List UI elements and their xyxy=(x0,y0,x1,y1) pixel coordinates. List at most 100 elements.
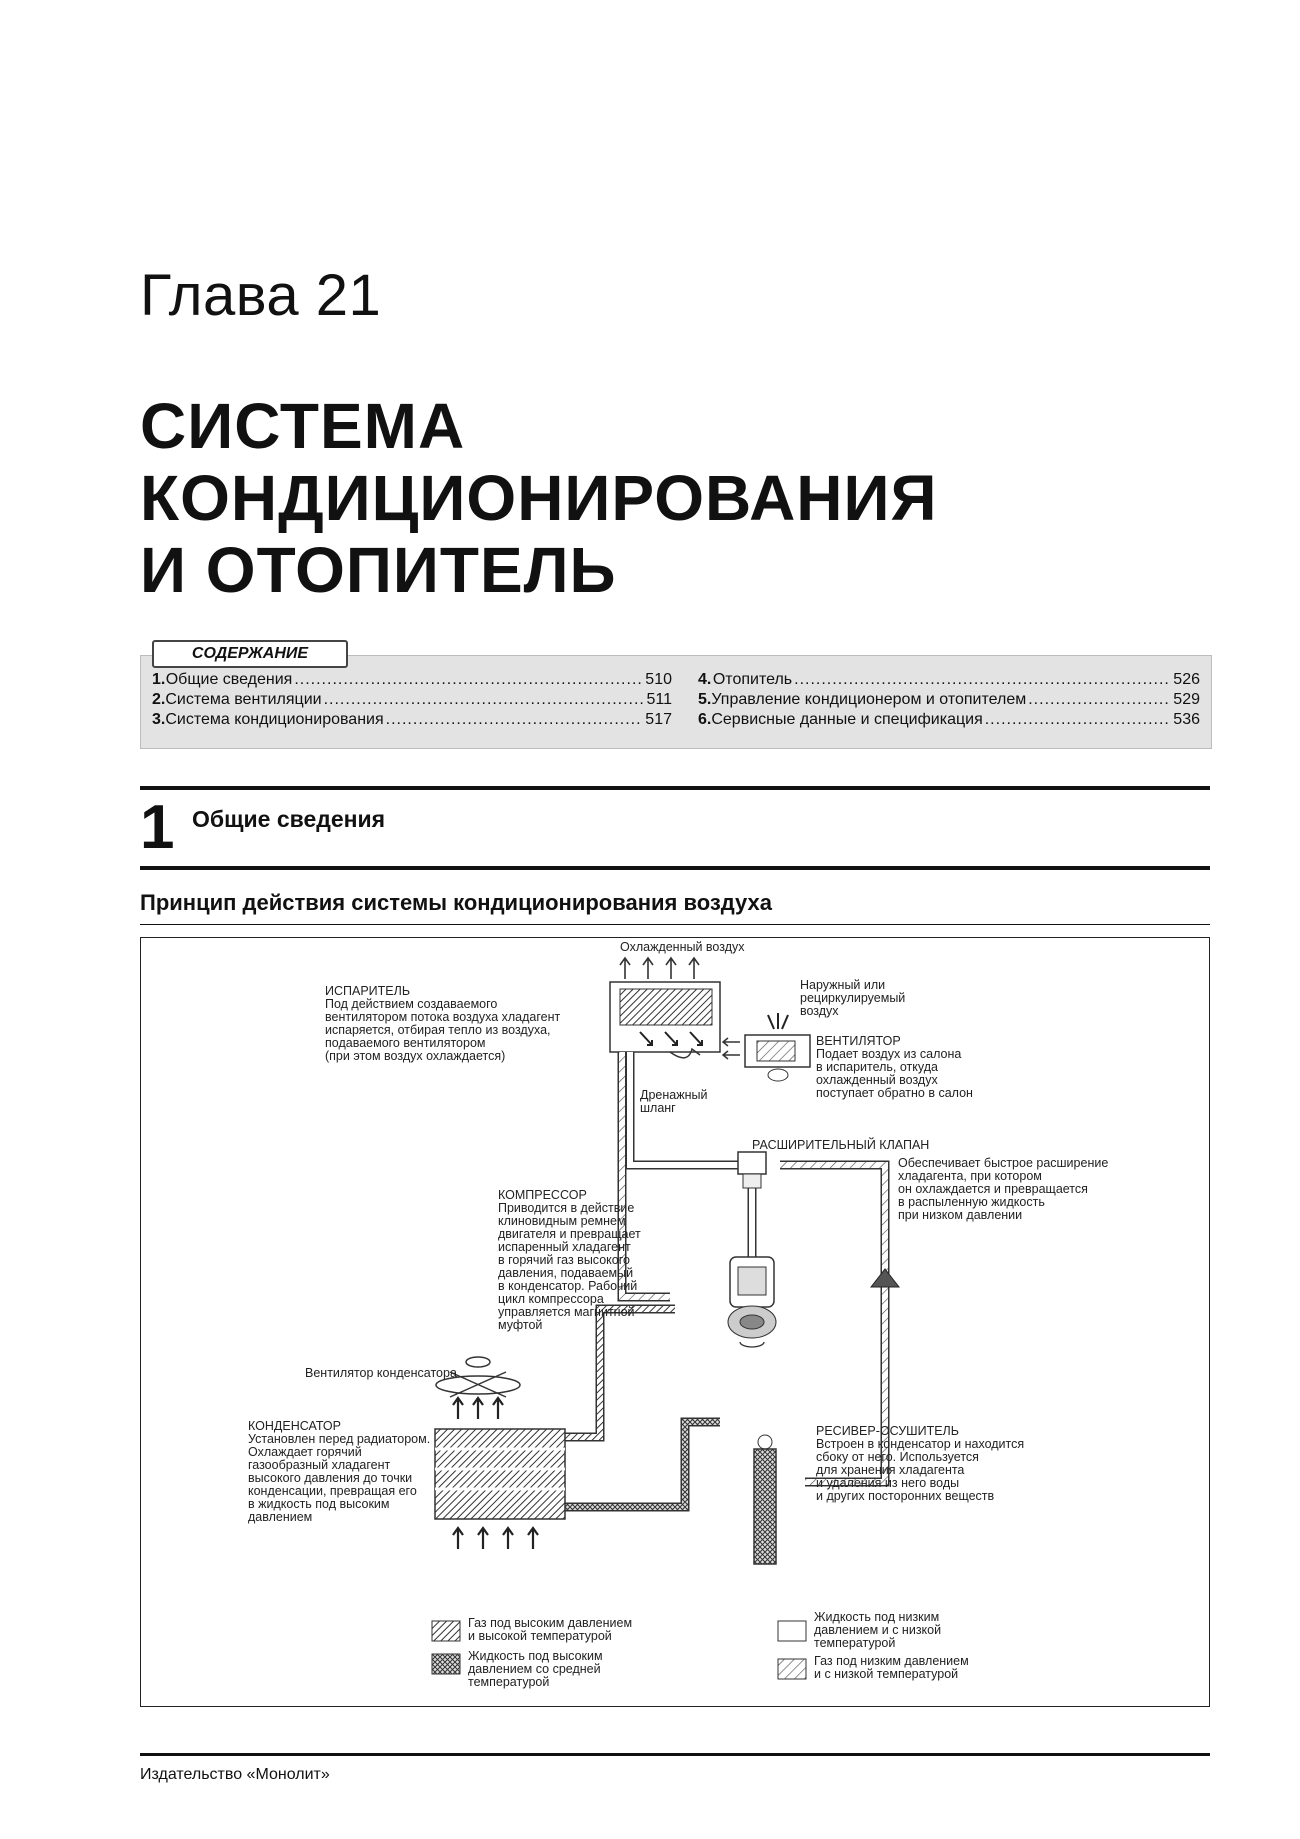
label-drain-2: шланг xyxy=(640,1101,676,1115)
legend-text: Жидкость под низким xyxy=(814,1610,939,1624)
legend-text: Газ под низким давлением xyxy=(814,1654,969,1668)
toc-item-number: 4. xyxy=(698,671,712,688)
toc-item-title: Сервисные данные и спецификация xyxy=(711,711,983,728)
label-compressor-text: клиновидным ремнем xyxy=(498,1214,626,1228)
toc-item[interactable]: 5. Управление кондиционером и отопителем… xyxy=(698,690,1200,710)
legend-text: давлением и с низкой xyxy=(814,1623,941,1637)
footer-rule xyxy=(140,1753,1210,1756)
condenser-airflow-arrows xyxy=(452,1396,539,1549)
condenser xyxy=(434,1428,566,1520)
toc-item[interactable]: 3. Система кондиционирования 517 xyxy=(152,710,672,730)
cooled-air-arrows xyxy=(619,956,700,979)
ac-system-diagram: Охлажденный воздух Наружный или рециркул… xyxy=(248,940,1108,1689)
section-rule-top xyxy=(140,786,1210,790)
contents-column-right: 4. Отопитель 526 5. Управление кондицион… xyxy=(698,670,1200,730)
label-expansion-valve-text: при низком давлении xyxy=(898,1208,1022,1222)
sight-glass xyxy=(869,1268,901,1288)
toc-item[interactable]: 1. Общие сведения 510 xyxy=(152,670,672,690)
legend-swatch xyxy=(431,1653,461,1675)
label-evaporator-text: (при этом воздух охлаждается) xyxy=(325,1049,505,1063)
label-receiver-text: и других посторонних веществ xyxy=(816,1489,995,1503)
label-expansion-valve-title: РАСШИРИТЕЛЬНЫЙ КЛАПАН xyxy=(752,1137,929,1152)
legend-text: и высокой температурой xyxy=(468,1629,612,1643)
expansion-valve xyxy=(737,1151,767,1189)
label-compressor-text: управляется магнитной xyxy=(498,1305,635,1319)
section-rule-bottom xyxy=(140,866,1210,870)
label-compressor-text: давления, подаваемый xyxy=(498,1266,633,1280)
publisher: Издательство «Монолит» xyxy=(140,1766,330,1783)
toc-item-title: Отопитель xyxy=(712,671,793,688)
chapter-title-line-3: И ОТОПИТЕЛЬ xyxy=(140,534,617,606)
label-compressor-text: цикл компрессора xyxy=(498,1292,604,1306)
label-expansion-valve-text: в распыленную жидкость xyxy=(898,1195,1045,1209)
label-drain-1: Дренажный xyxy=(640,1088,707,1102)
toc-item-page: 536 xyxy=(1173,711,1200,728)
toc-item-title: Управление кондиционером и отопителем xyxy=(711,691,1027,708)
toc-item[interactable]: 4. Отопитель 526 xyxy=(698,670,1200,690)
legend-text: температурой xyxy=(814,1636,895,1650)
label-evaporator-text: испаряется, отбирая тепло из воздуха, xyxy=(325,1023,551,1037)
chapter-title: СИСТЕМА КОНДИЦИОНИРОВАНИЯ И ОТОПИТЕЛЬ xyxy=(140,390,938,606)
label-condenser-title: КОНДЕНСАТОР xyxy=(248,1419,341,1433)
legend-text: Жидкость под высоким xyxy=(468,1649,603,1663)
toc-item-title: Общие сведения xyxy=(165,671,293,688)
section-number: 1 xyxy=(140,793,175,862)
toc-item-number: 6. xyxy=(698,711,712,728)
label-compressor-text: Приводится в действие xyxy=(498,1201,634,1215)
label-evaporator-text: подаваемого вентилятором xyxy=(325,1036,486,1050)
label-receiver-text: Встроен в конденсатор и находится xyxy=(816,1437,1024,1451)
internal-airflow-arrows xyxy=(639,1031,703,1046)
label-outside-air-3: воздух xyxy=(800,1004,839,1018)
toc-item[interactable]: 6. Сервисные данные и спецификация 536 xyxy=(698,710,1200,730)
toc-item-number: 3. xyxy=(152,711,166,728)
label-fan-text: охлажденный воздух xyxy=(816,1073,938,1087)
label-evaporator-title: ИСПАРИТЕЛЬ xyxy=(325,984,410,998)
receiver-dryer xyxy=(753,1434,777,1565)
toc-item[interactable]: 2. Система вентиляции 511 xyxy=(152,690,672,710)
label-outside-air-1: Наружный или xyxy=(800,978,885,992)
label-compressor-text: двигателя и превращает xyxy=(498,1227,641,1241)
toc-item-page: 529 xyxy=(1173,691,1200,708)
subsection-title: Принцип действия системы кондиционирован… xyxy=(140,890,773,915)
condenser-fan xyxy=(435,1356,521,1398)
legend-text: и с низкой температурой xyxy=(814,1667,958,1681)
label-cooled-air: Охлажденный воздух xyxy=(620,940,745,954)
diagram-legend: Газ под высоким давлением и высокой темп… xyxy=(431,1610,969,1689)
evaporator-housing xyxy=(609,981,721,1059)
chapter-title-line-1: СИСТЕМА xyxy=(140,390,466,462)
label-outside-air-2: рециркулируемый xyxy=(800,991,905,1005)
label-condenser-fan: Вентилятор конденсатора xyxy=(305,1366,457,1380)
label-receiver-title: РЕСИВЕР-ОСУШИТЕЛЬ xyxy=(816,1424,959,1438)
toc-leader xyxy=(324,690,645,710)
toc-item-page: 517 xyxy=(645,711,672,728)
toc-item-title: Система вентиляции xyxy=(165,691,322,708)
label-condenser-text: в жидкость под высоким xyxy=(248,1497,390,1511)
toc-leader xyxy=(1028,690,1171,710)
fan-blower xyxy=(721,1034,811,1082)
label-evaporator-text: вентилятором потока воздуха хладагент xyxy=(325,1010,561,1024)
legend-text: температурой xyxy=(468,1675,549,1689)
label-expansion-valve-text: Обеспечивает быстрое расширение xyxy=(898,1156,1108,1170)
toc-item-page: 511 xyxy=(646,691,672,708)
label-receiver-text: и удаления из него воды xyxy=(816,1476,959,1490)
label-fan-text: поступает обратно в салон xyxy=(816,1086,973,1100)
legend-text: Газ под высоким давлением xyxy=(468,1616,632,1630)
label-condenser-text: высокого давления до точки xyxy=(248,1471,412,1485)
toc-item-page: 510 xyxy=(645,671,672,688)
toc-item-page: 526 xyxy=(1173,671,1200,688)
diagram-frame xyxy=(140,937,1210,1707)
toc-item-number: 5. xyxy=(698,691,712,708)
label-fan-text: Подает воздух из салона xyxy=(816,1047,961,1061)
label-condenser-text: конденсации, превращая его xyxy=(248,1484,417,1498)
label-receiver-text: сбоку от него. Используется xyxy=(816,1450,979,1464)
toc-item-title: Система кондиционирования xyxy=(165,711,384,728)
label-fan-text: в испаритель, откуда xyxy=(816,1060,938,1074)
label-condenser-text: Установлен перед радиатором. xyxy=(248,1432,430,1446)
chapter-number: Глава 21 xyxy=(140,263,382,328)
legend-text: давлением со средней xyxy=(468,1662,601,1676)
label-condenser-text: давлением xyxy=(248,1510,312,1524)
legend-swatch xyxy=(777,1658,807,1680)
contents-column-left: 1. Общие сведения 510 2. Система вентиля… xyxy=(152,670,672,730)
toc-leader xyxy=(294,670,643,690)
legend-swatch xyxy=(431,1620,461,1642)
